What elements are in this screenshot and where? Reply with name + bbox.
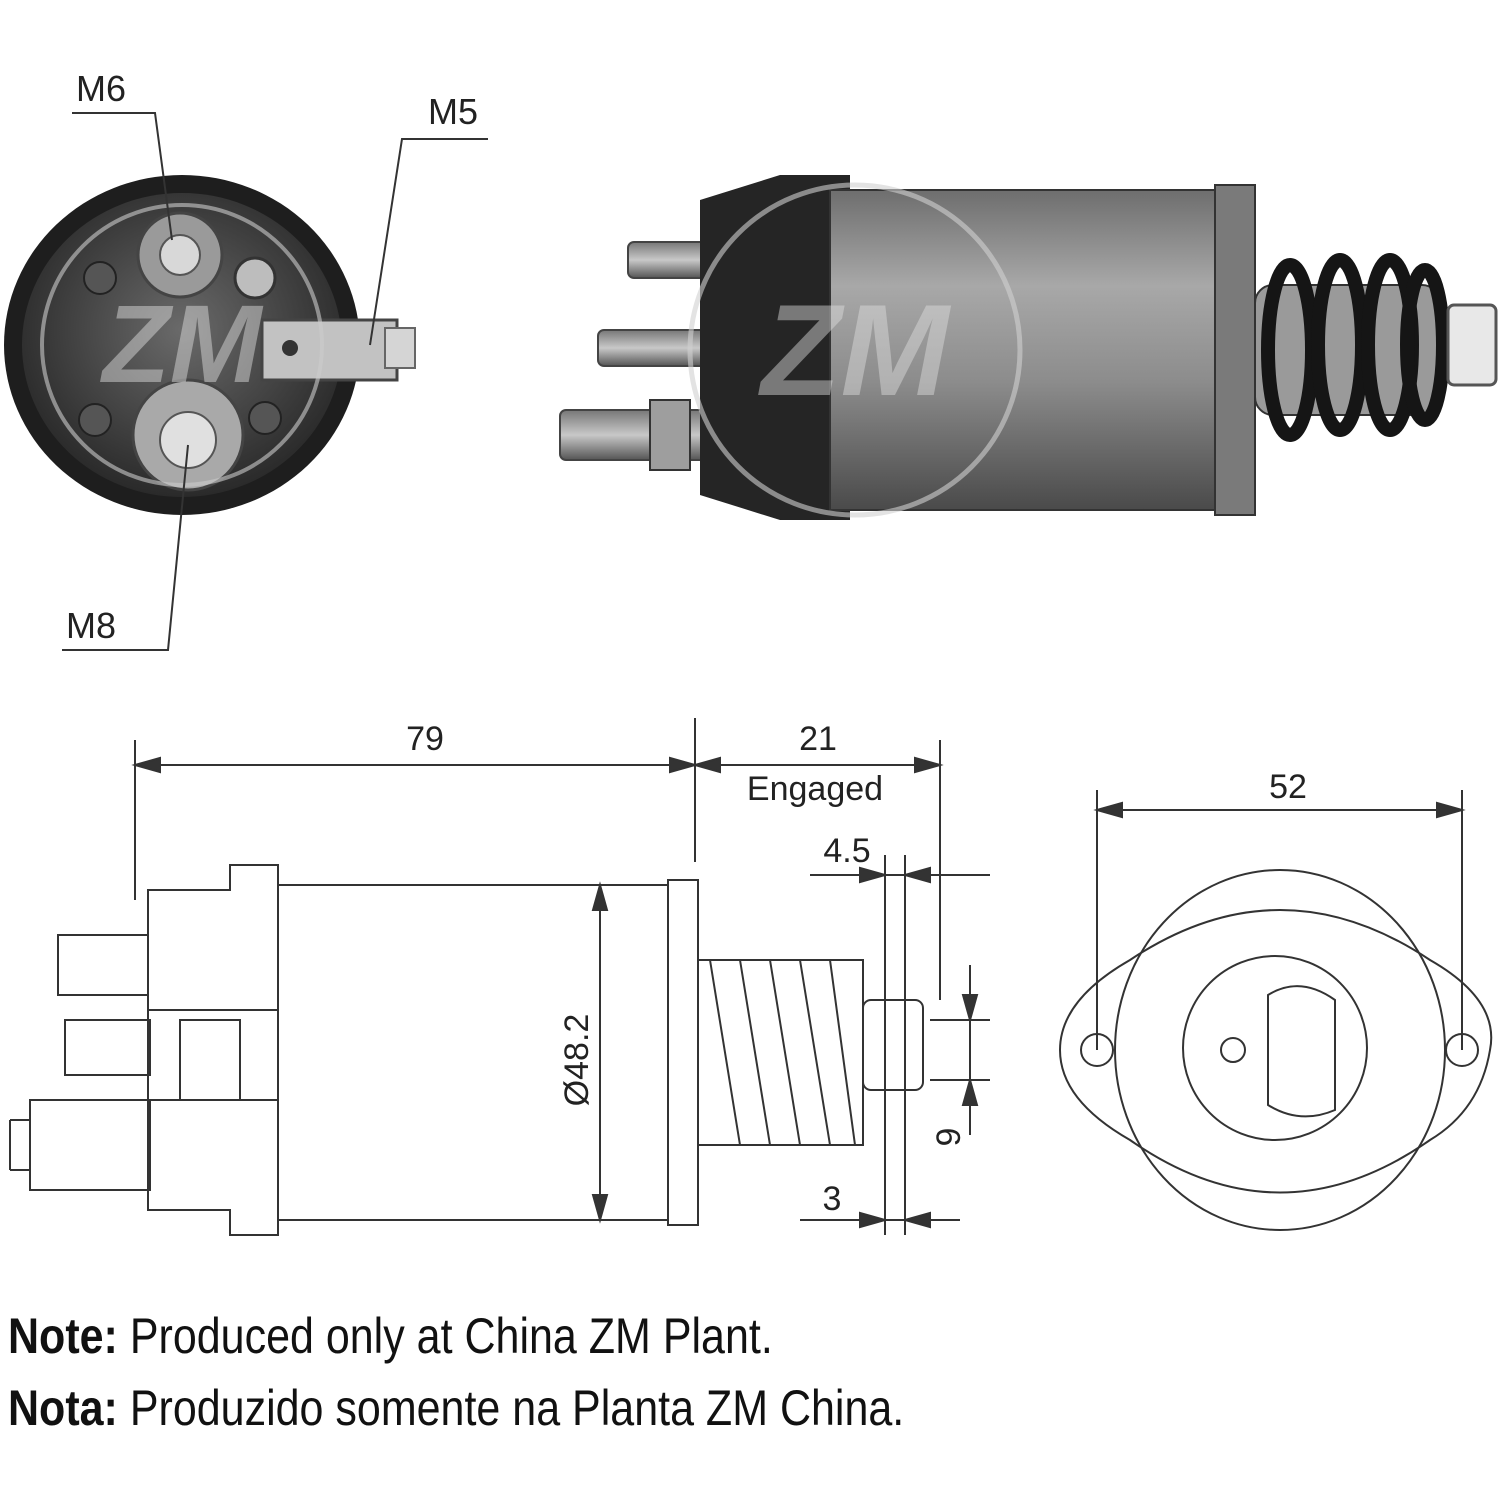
screw-icon [78, 403, 112, 437]
stroke-note: Engaged [747, 770, 883, 808]
m8-label: M8 [66, 605, 116, 646]
m6-leader-line [72, 112, 173, 241]
note-portuguese: Nota: Produzido somente na Planta ZM Chi… [8, 1372, 904, 1444]
note-english: Note: Produced only at China ZM Plant. [8, 1300, 904, 1372]
m6-label: M6 [76, 68, 126, 109]
center-hole [1220, 1037, 1246, 1063]
note-label: Nota: [8, 1380, 118, 1436]
watermark-logo: ZM [757, 277, 951, 423]
terminal-callouts: M6 M5 M8 [62, 68, 488, 651]
drawing-plunger [697, 959, 864, 1146]
solenoid-body [829, 189, 1251, 511]
drawing-stud-middle [64, 1019, 151, 1076]
stud-nut [649, 399, 691, 471]
flange-body [1114, 869, 1446, 1231]
drawing-stud-upper [57, 934, 149, 996]
side-view-photo: ZM [559, 175, 1498, 520]
offset-b-dimension: 3 [823, 1180, 842, 1218]
production-notes: Note: Produced only at China ZM Plant. N… [8, 1300, 904, 1444]
m8-terminal-stud [159, 411, 217, 469]
drawing-body [277, 884, 669, 1221]
screw-icon [83, 261, 117, 295]
flange-width-dimension: 52 [1269, 768, 1307, 806]
screw-icon [233, 256, 277, 300]
offset-a-dimension: 4.5 [823, 832, 870, 870]
dimension-arrows [131, 756, 979, 1229]
tip-height-dimension: 9 [930, 1128, 968, 1147]
body-flange [1214, 184, 1256, 516]
side-view-drawing [9, 718, 990, 1236]
stud-upper [627, 241, 711, 279]
m5-terminal-tab [260, 318, 399, 382]
flange-boss [1182, 955, 1368, 1141]
mounting-hole-right [1445, 1033, 1479, 1067]
diameter-dimension: Ø48.2 [558, 1014, 596, 1107]
drawing-stud-lower [29, 1099, 151, 1191]
tab-hole [282, 340, 298, 356]
stroke-dimension: 21 [799, 720, 837, 758]
drawing-tip [862, 999, 924, 1091]
length-dimension: 79 [406, 720, 444, 758]
m5-leader-line [369, 138, 488, 346]
note-label: Note: [8, 1308, 118, 1364]
note-text: Produzido somente na Planta ZM China. [129, 1380, 905, 1436]
flange-view-drawing [1058, 790, 1493, 1231]
drawing-flange [667, 879, 699, 1226]
note-text: Produced only at China ZM Plant. [129, 1308, 773, 1364]
screw-icon [248, 401, 282, 435]
tip-slot [1267, 985, 1336, 1118]
watermark-logo: ZM [100, 283, 264, 406]
plunger-tip [1446, 303, 1498, 387]
watermark-ring [687, 182, 1023, 518]
m5-terminal-tip [384, 327, 416, 369]
solenoid-cap [700, 175, 850, 520]
drawing-spring [709, 959, 856, 1146]
return-spring [1261, 253, 1450, 442]
end-view-photo: ZM [4, 175, 416, 515]
m6-terminal-stud [159, 234, 201, 276]
mounting-hole-left [1080, 1033, 1114, 1067]
drawing-cap [147, 864, 279, 1236]
m5-label: M5 [428, 91, 478, 132]
watermark-ring [40, 203, 324, 487]
flange-outline [1058, 909, 1493, 1194]
m8-leader-line [62, 444, 189, 651]
